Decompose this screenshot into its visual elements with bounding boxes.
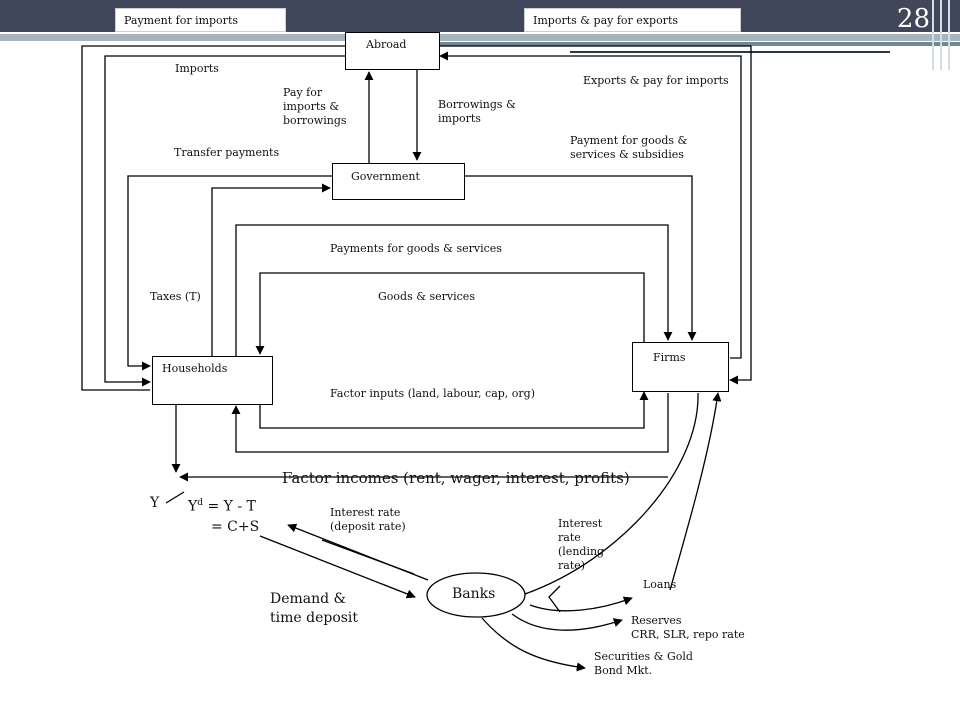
label-demand-deposit: Demand &time deposit: [270, 591, 359, 626]
flow-imports-pay-exports: [440, 45, 752, 385]
slide-number: 28: [896, 4, 930, 34]
flow-banks-to-firms: [524, 392, 699, 595]
flow-securities: [481, 617, 586, 672]
tab-imports-pay-exports: Imports & pay for exports: [524, 8, 741, 32]
label-loans: Loans: [643, 578, 677, 591]
abroad-box: Abroad: [345, 32, 440, 70]
label-transfer-payments: Transfer payments: [174, 146, 280, 159]
flow-banks-loans: [529, 596, 633, 612]
flow-factor-inputs: [259, 391, 649, 429]
decor-line: [932, 0, 934, 70]
firms-box: Firms: [632, 342, 729, 392]
y-to-yd-link: [165, 491, 185, 504]
flow-imports: [104, 55, 345, 387]
label-payments-goods-services: Payments for goods & services: [330, 242, 502, 255]
banks-label: Banks: [452, 586, 496, 602]
equation-yd: Yd = Y - T: [188, 498, 256, 515]
label-exports-pay: Exports & pay for imports: [583, 74, 729, 87]
tab-payment-for-imports: Payment for imports: [115, 8, 286, 32]
flow-reserves: [511, 613, 623, 631]
banks-node: [426, 572, 526, 618]
accent-line: [570, 51, 890, 53]
accent-band: [0, 34, 960, 41]
label-payment-goods-subsidies: Payment for goods &services & subsidies: [570, 134, 688, 161]
equation-cs: = C+S: [211, 519, 260, 535]
decor-line: [948, 0, 950, 70]
flow-transfer-payments: [127, 175, 332, 371]
flow-factor-incomes-loop: [231, 393, 669, 453]
flow-loans: [669, 392, 722, 591]
label-factor-incomes: Factor incomes (rent, wager, interest, p…: [282, 469, 630, 487]
accent-band-dark: [440, 42, 960, 46]
flow-deposits-to-banks: [259, 535, 416, 599]
label-borrowings-imports: Borrowings &imports: [438, 98, 516, 125]
flow-goods-services: [255, 272, 645, 355]
decor-line: [940, 0, 942, 70]
flow-gov-payment-goods: [465, 175, 697, 341]
equation-y: Y: [150, 495, 160, 511]
flow-taxes: [211, 183, 331, 356]
flow-abroad-to-households: [81, 45, 345, 391]
label-interest-deposit: Interest rate(deposit rate): [330, 506, 406, 533]
government-box: Government: [332, 163, 465, 200]
label-taxes: Taxes (T): [150, 290, 201, 303]
label-imports: Imports: [175, 62, 219, 75]
households-box: Households: [152, 356, 273, 405]
flow-deposit-interest-2: [321, 539, 415, 575]
label-factor-inputs: Factor inputs (land, labour, cap, org): [330, 387, 536, 400]
flow-exports-pay: [439, 51, 742, 359]
flow-payments-goods-services: [235, 224, 673, 356]
lending-rate-arrow: [548, 585, 561, 613]
label-goods-services: Goods & services: [378, 290, 475, 303]
